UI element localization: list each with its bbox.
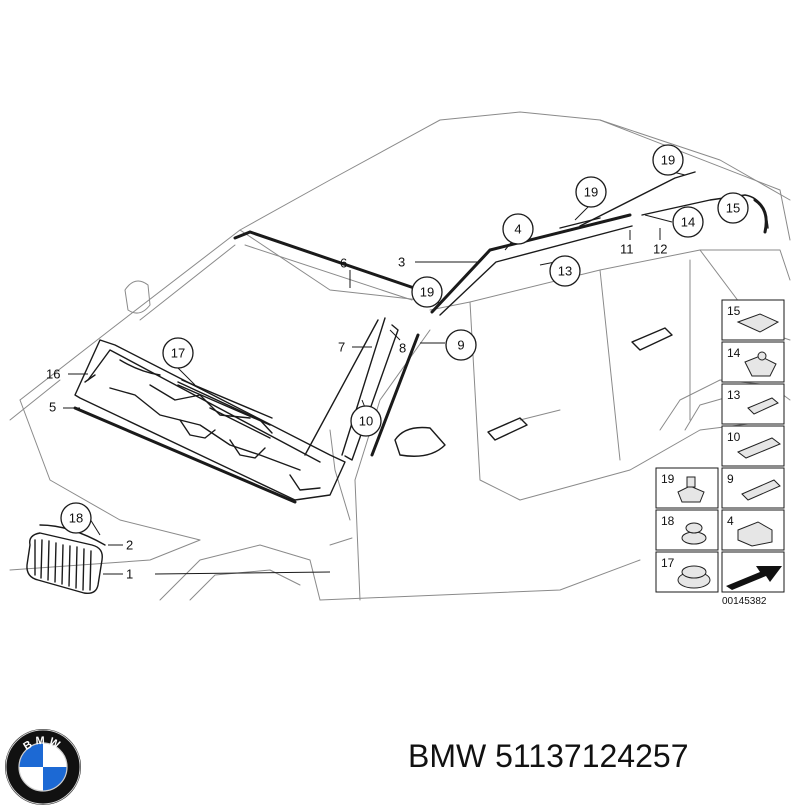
callout-4: 4: [502, 213, 534, 245]
callout-18: 18: [60, 502, 92, 534]
clip-13-drawing: [747, 397, 779, 415]
svg-text:15: 15: [727, 304, 741, 318]
svg-text:19: 19: [420, 285, 434, 300]
svg-text:4: 4: [727, 514, 734, 528]
svg-text:10: 10: [727, 430, 741, 444]
callout-circles: 19 19 4 14 15 13 19 9 17 10 18: [60, 144, 749, 534]
svg-text:10: 10: [359, 414, 373, 429]
clip-4-drawing: [737, 521, 773, 547]
clip-18-drawing: [681, 531, 707, 545]
label-3: 3: [398, 255, 405, 270]
svg-text:13: 13: [558, 264, 572, 279]
svg-text:15: 15: [726, 201, 740, 216]
svg-text:9: 9: [457, 338, 464, 353]
plain-labels: 6 3 11 12 7 8 16 5 2 1: [46, 242, 667, 582]
diagram-code: 00145382: [722, 596, 767, 607]
roof-moulding-inner: [439, 225, 633, 316]
callout-19-mid: 19: [575, 176, 607, 208]
label-12: 12: [653, 242, 667, 257]
clip-15-drawing: [736, 313, 780, 333]
svg-text:14: 14: [681, 215, 695, 230]
wiper: [177, 379, 273, 426]
parts-diagram: 19 19 4 14 15 13 19 9 17 10 18 6 3 11 12…: [9, 111, 791, 607]
part-number: 51137124257: [495, 738, 689, 774]
callout-9: 9: [445, 329, 477, 361]
svg-text:18: 18: [69, 511, 83, 526]
label-7: 7: [338, 340, 345, 355]
svg-text:17: 17: [171, 346, 185, 361]
svg-text:4: 4: [514, 222, 521, 237]
callout-19-low: 19: [411, 276, 443, 308]
callout-17: 17: [162, 337, 194, 369]
leader-lines: [63, 169, 741, 575]
label-2: 2: [126, 538, 133, 553]
svg-text:13: 13: [727, 388, 741, 402]
clip-9-drawing: [741, 479, 781, 501]
cowl-panel: [73, 339, 346, 504]
clip-10-drawing: [736, 437, 782, 459]
brand-name: BMW: [408, 738, 487, 774]
svg-text:9: 9: [727, 472, 734, 486]
kidney-grille: [26, 524, 106, 595]
label-6: 6: [340, 256, 347, 271]
part-caption: BMW 51137124257: [408, 738, 688, 775]
label-1: 1: [126, 567, 133, 582]
label-11: 11: [620, 242, 634, 257]
svg-text:BMW: BMW: [21, 735, 64, 753]
callout-10: 10: [350, 405, 382, 437]
clip-14-drawing: [744, 355, 777, 377]
label-5: 5: [49, 400, 56, 415]
svg-text:14: 14: [727, 346, 741, 360]
bmw-logo: BMW: [5, 729, 81, 805]
label-8: 8: [399, 341, 406, 356]
callout-15: 15: [717, 192, 749, 224]
inset-parts-panel: 15 14 13 10 9 4 19 18 17 00145382: [655, 299, 785, 607]
svg-text:19: 19: [661, 472, 675, 486]
callout-13: 13: [549, 255, 581, 287]
svg-text:18: 18: [661, 514, 675, 528]
callout-14: 14: [672, 206, 704, 238]
svg-text:17: 17: [661, 556, 675, 570]
svg-text:19: 19: [661, 153, 675, 168]
windscreen-top-moulding: [233, 230, 422, 292]
svg-text:19: 19: [584, 185, 598, 200]
label-16: 16: [46, 367, 60, 382]
arrow-icon: [726, 566, 782, 590]
callout-19-top: 19: [652, 144, 684, 176]
a-pillar-trim-outer: [341, 317, 386, 456]
roof-moulding-left: [430, 213, 632, 314]
logo-text: BMW: [21, 735, 61, 753]
